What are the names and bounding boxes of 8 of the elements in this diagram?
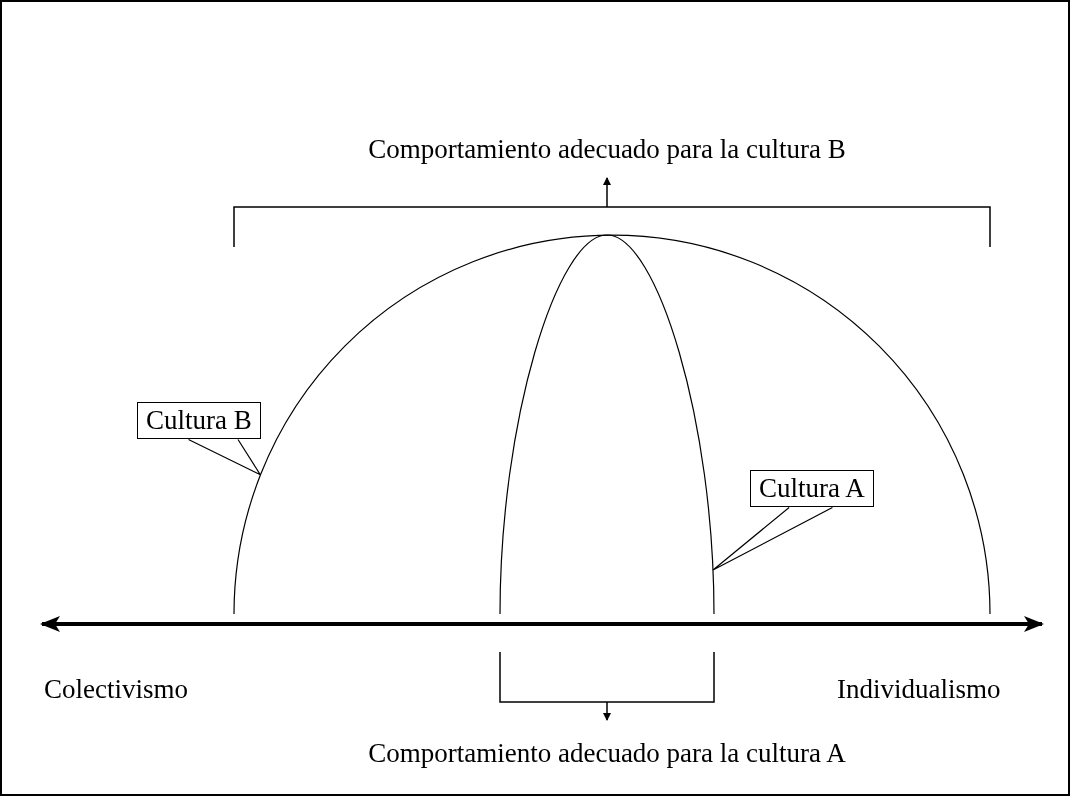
heading-text: Comportamiento adecuado para la cultura A — [368, 738, 846, 769]
axis-end-label: Colectivismo — [44, 674, 188, 705]
axis-end-label: Individualismo — [837, 674, 1001, 705]
heading-text: Comportamiento adecuado para la cultura B — [368, 134, 846, 165]
callout-box: Cultura B — [137, 402, 261, 439]
leader-line — [187, 438, 261, 476]
leader-line — [712, 506, 834, 571]
distribution-curve — [233, 235, 991, 615]
